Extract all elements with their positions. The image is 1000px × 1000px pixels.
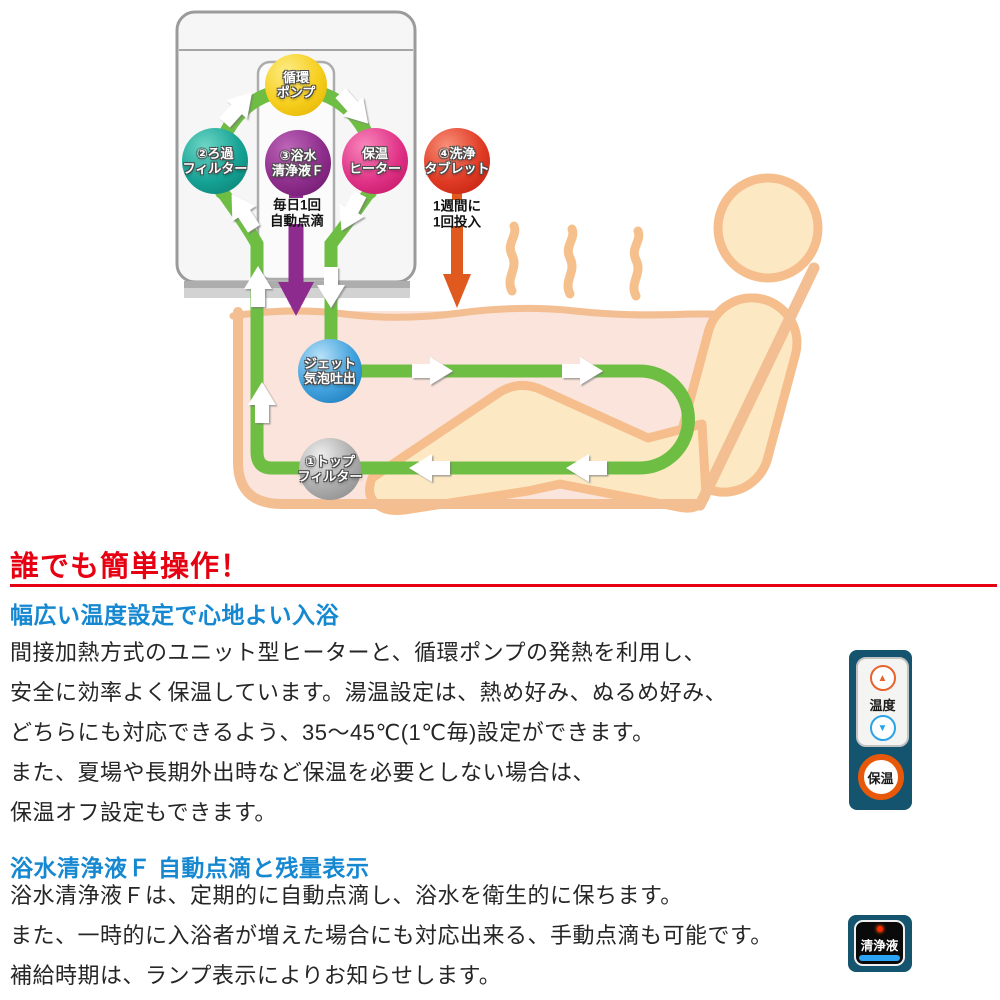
temp-section-heading: 幅広い温度設定で心地よい入浴 (10, 602, 339, 628)
daily-drip-note: 毎日1回自動点滴 (270, 197, 324, 229)
temp-down-button: ▼ (869, 715, 896, 741)
liquid-section-body: 浴水清浄液Ｆは、定期的に自動点滴し、浴水を衛生的に保ちます。 また、一時的に入浴… (10, 883, 773, 988)
liquid-section-heading: 浴水清浄液Ｆ 自動点滴と残量表示 (10, 855, 370, 881)
heater-label: 保温ヒーター (348, 146, 402, 176)
bathtub-rim-right (694, 262, 820, 511)
cleaning-liquid-panel: 清浄液 (848, 915, 912, 972)
liquid3-node (265, 130, 331, 196)
led-indicator (876, 926, 883, 932)
temperature-button-group: ▲ 温度 ▼ (856, 657, 909, 747)
red-rule (10, 584, 997, 587)
keep-warm-button: 保温 (857, 754, 904, 800)
orange-tablet-arrow (443, 188, 471, 308)
temperature-panel: ▲ 温度 ▼ 保温 (849, 650, 912, 810)
heater-node (342, 128, 408, 194)
top-filter-node (299, 438, 361, 500)
keep-warm-label: 保温 (867, 770, 894, 786)
temp-up-button: ▲ (869, 665, 896, 691)
tablet4-node (424, 128, 490, 194)
temp-label: 温度 (869, 698, 896, 713)
filter2-node (182, 128, 248, 194)
liquid3-label: ③浴水清浄液Ｆ (271, 148, 325, 178)
jet-label: ジェット気泡吐出 (303, 356, 357, 386)
tablet4-label: ④洗浄タブレット (424, 146, 490, 176)
jet-node (298, 339, 362, 403)
filter2-label: ②ろ過フィルター (182, 146, 248, 176)
water-line (229, 304, 795, 321)
bathtub-outline (233, 307, 705, 509)
pump-node (265, 54, 327, 116)
cleaning-liquid-label: 清浄液 (860, 939, 899, 953)
cleaning-liquid-button: 清浄液 (854, 920, 905, 966)
person-legs (365, 381, 711, 515)
temp-section-body: 間接加熱方式のユニット型ヒーターと、循環ポンプの発熱を利用し、 安全に効率よく保… (10, 640, 728, 825)
person-head (713, 173, 823, 283)
triangle-down-icon: ▼ (877, 722, 888, 734)
main-heading: 誰でも簡単操作！ (10, 551, 251, 583)
top-filter-label: ①トップフィルター (297, 454, 363, 484)
bath-system-diagram (175, 10, 823, 515)
triangle-up-icon: ▲ (877, 672, 888, 684)
pump-label: 循環ポンプ (276, 70, 316, 100)
steam-wisps (505, 221, 644, 301)
blue-bar (859, 955, 900, 961)
